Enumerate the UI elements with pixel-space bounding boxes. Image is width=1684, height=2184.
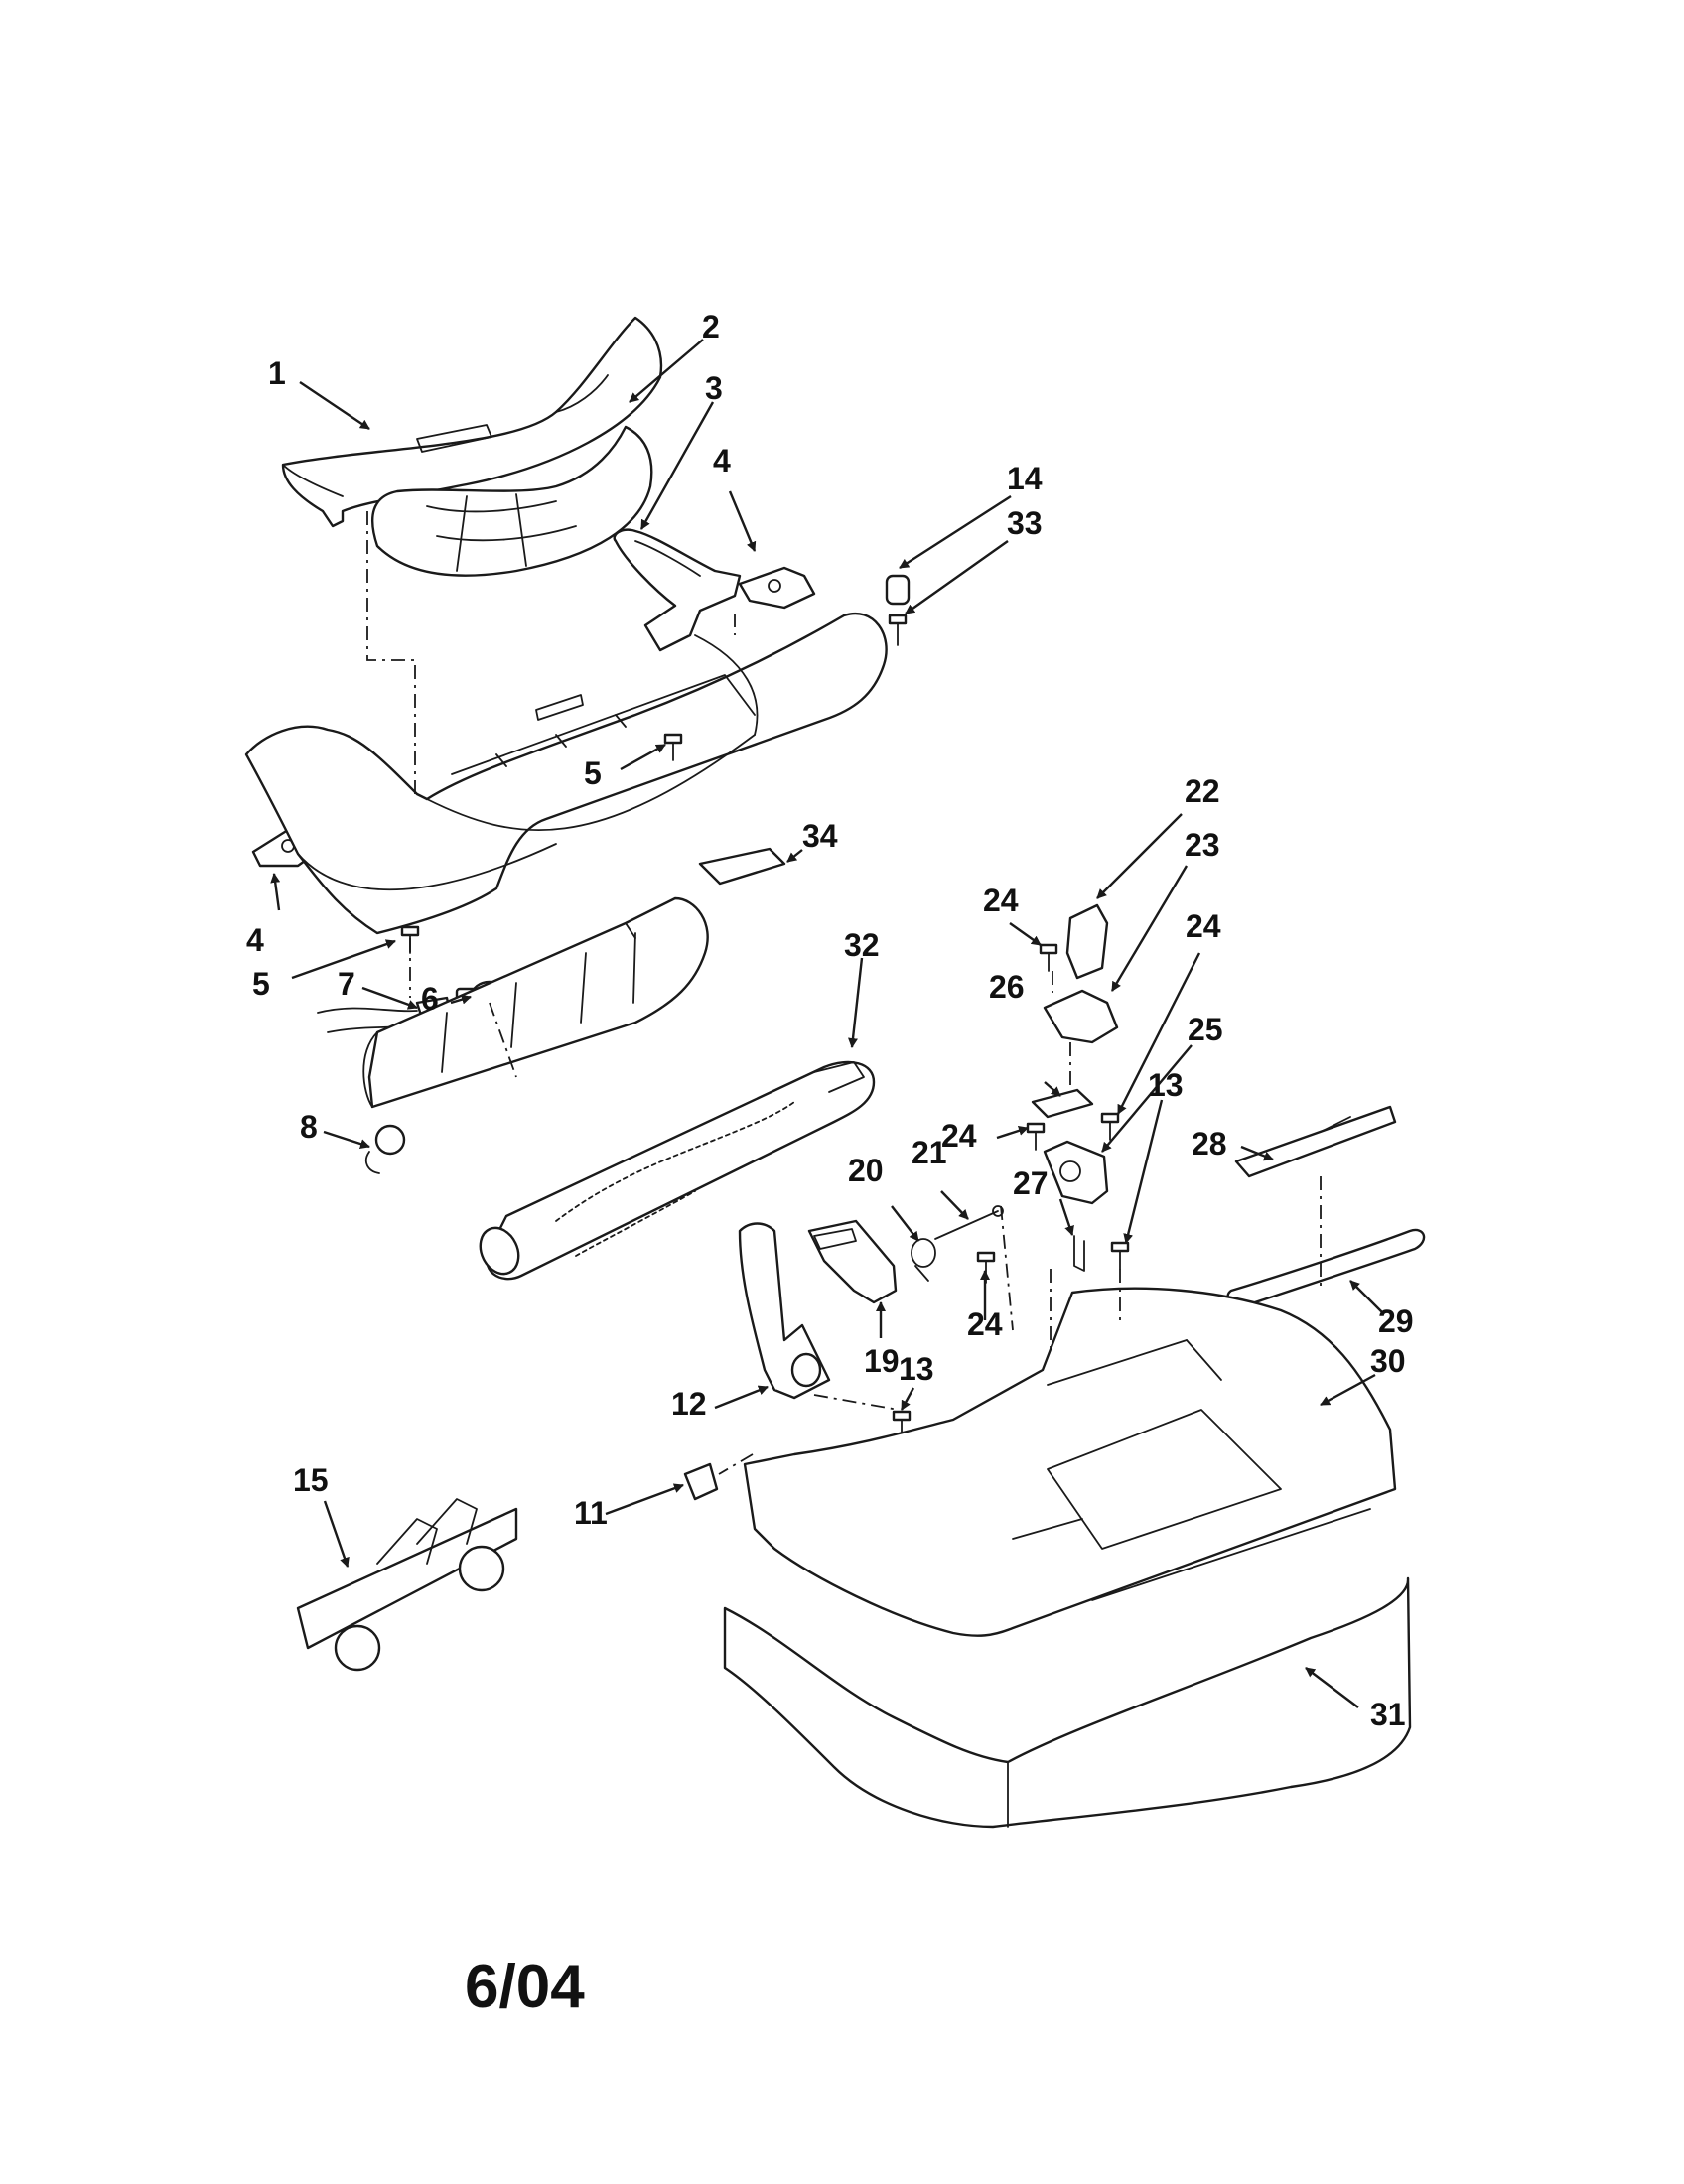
part-2-lens bbox=[370, 425, 653, 577]
callout-21: 21 bbox=[912, 1135, 947, 1170]
callout-31: 31 bbox=[1370, 1697, 1406, 1732]
part-27-clip bbox=[1073, 1235, 1085, 1272]
callout-28: 28 bbox=[1192, 1126, 1227, 1161]
part-20-spring bbox=[911, 1238, 936, 1282]
part-8-end-cap bbox=[365, 1124, 406, 1174]
leader-arrows bbox=[270, 339, 1383, 1708]
part-19-pedal bbox=[807, 1219, 898, 1304]
callout-5-left: 5 bbox=[252, 966, 270, 1002]
assembly-lines bbox=[366, 511, 1322, 1475]
callout-24-right: 24 bbox=[1186, 908, 1221, 944]
callout-11: 11 bbox=[574, 1495, 608, 1531]
callout-33: 33 bbox=[1007, 505, 1043, 541]
part-31-bumper bbox=[723, 1576, 1412, 1829]
callout-3: 3 bbox=[705, 370, 723, 406]
part-28-trim bbox=[1234, 1105, 1397, 1178]
part-21-rod bbox=[934, 1205, 1004, 1240]
callout-8: 8 bbox=[300, 1109, 318, 1145]
part-22-cover bbox=[1065, 903, 1109, 980]
part-32-brush-roll bbox=[479, 1060, 876, 1281]
callout-5-top: 5 bbox=[584, 755, 602, 791]
part-29-belt bbox=[1226, 1228, 1426, 1308]
callout-25: 25 bbox=[1188, 1012, 1223, 1047]
part-13-screw-right bbox=[1110, 1241, 1130, 1270]
part-25-switch bbox=[1043, 1140, 1109, 1205]
callout-34: 34 bbox=[802, 818, 838, 854]
nozzle-housing-top bbox=[244, 612, 888, 935]
part-33-screw bbox=[888, 614, 908, 646]
agitator-housing bbox=[362, 896, 709, 1109]
callout-1: 1 bbox=[268, 355, 286, 391]
callout-12: 12 bbox=[671, 1386, 707, 1422]
callout-6: 6 bbox=[421, 981, 439, 1017]
part-23-bracket bbox=[1043, 989, 1119, 1044]
callout-4-left: 4 bbox=[246, 922, 264, 958]
callout-30: 30 bbox=[1370, 1343, 1406, 1379]
callout-26: 26 bbox=[989, 969, 1025, 1005]
part-13-screw-mid bbox=[892, 1410, 912, 1438]
callout-32: 32 bbox=[844, 927, 880, 963]
callout-7: 7 bbox=[338, 966, 355, 1002]
callout-22: 22 bbox=[1185, 773, 1220, 809]
part-24-screw-a bbox=[1039, 943, 1058, 972]
part-12-neck-hose bbox=[738, 1222, 831, 1400]
callout-4-right: 4 bbox=[713, 443, 731, 478]
callout-29: 29 bbox=[1378, 1303, 1414, 1339]
callout-13-right: 13 bbox=[1148, 1067, 1184, 1103]
part-14-cap bbox=[885, 574, 911, 606]
callout-24-bottom: 24 bbox=[967, 1306, 1003, 1342]
callout-15: 15 bbox=[293, 1462, 329, 1498]
callout-27: 27 bbox=[1013, 1165, 1049, 1201]
part-34-baffle bbox=[698, 847, 786, 886]
callout-2: 2 bbox=[702, 309, 720, 344]
callout-19: 19 bbox=[864, 1343, 900, 1379]
date-label: 6/04 bbox=[465, 1953, 585, 2021]
callout-24-mid: 24 bbox=[941, 1118, 977, 1154]
part-5-screw-top bbox=[663, 733, 683, 761]
part-3-lever bbox=[613, 528, 742, 652]
part-4-bracket-right bbox=[738, 566, 816, 610]
callout-24-top: 24 bbox=[983, 883, 1019, 918]
callout-23: 23 bbox=[1185, 827, 1220, 863]
part-15-wheel-carriage bbox=[296, 1498, 518, 1672]
part-11-axle bbox=[683, 1462, 719, 1501]
part-26-pad bbox=[1031, 1088, 1094, 1119]
callout-13-mid: 13 bbox=[899, 1351, 934, 1387]
callout-20: 20 bbox=[848, 1153, 884, 1188]
callout-labels: 1 2 3 4 4 5 5 6 7 8 11 12 13 13 14 15 19… bbox=[246, 309, 1414, 1732]
part-24-screw-b bbox=[1026, 1122, 1046, 1151]
part-30-base-pan bbox=[743, 1287, 1397, 1637]
callout-14: 14 bbox=[1007, 461, 1043, 496]
